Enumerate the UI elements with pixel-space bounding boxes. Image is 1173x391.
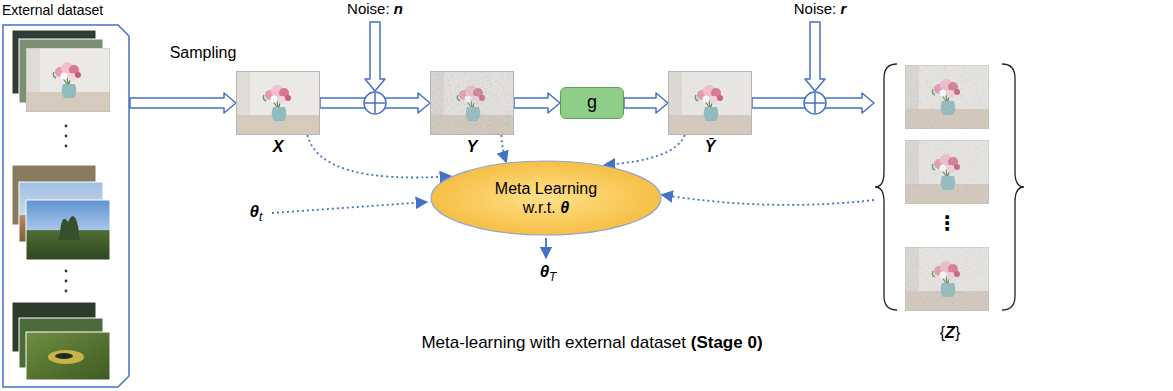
- adder-symbols: [364, 92, 826, 114]
- svg-circle: [804, 92, 826, 114]
- caption-emphasis: (Stage 0): [691, 333, 763, 352]
- svg-path: [58, 216, 80, 240]
- parameter-label: θT: [540, 262, 557, 285]
- svg-use: [668, 71, 752, 135]
- block-arrow: [752, 93, 874, 113]
- svg-use: [905, 65, 989, 129]
- parameter-label: θt: [250, 202, 263, 225]
- math-symbol: Z: [945, 324, 955, 341]
- math-symbol: θ: [250, 202, 259, 221]
- dotted-connector: [662, 195, 874, 205]
- svg-rect: [668, 71, 752, 135]
- dotted-connector: [604, 135, 685, 165]
- math-symbol: X: [273, 138, 284, 155]
- svg-path: [1002, 64, 1024, 310]
- svg-line: [545, 238, 547, 258]
- math-symbol: θ: [560, 199, 569, 216]
- svg-rect: [26, 200, 110, 260]
- svg-line: [365, 102, 385, 104]
- svg-path: [875, 64, 897, 310]
- svg-circle: [65, 290, 68, 293]
- svg-circle: [65, 125, 68, 128]
- block-arrow: [514, 93, 560, 113]
- svg-ellipse: [48, 350, 84, 364]
- edge-label: Sampling: [168, 43, 239, 62]
- ellipse-outline: [430, 160, 662, 236]
- svg-polygon: [365, 22, 385, 91]
- image-set: {Z}: [874, 62, 1026, 312]
- noise-arrows: [365, 22, 825, 91]
- meta-learning-ellipse: Meta Learning w.r.t. θ: [430, 160, 662, 236]
- image-box: Ȳ: [668, 71, 752, 135]
- dotted-connector: [501, 135, 506, 162]
- dataset-panel: External dataset: [2, 24, 130, 388]
- svg-use: [905, 140, 989, 204]
- node-label: Meta Learning w.r.t. θ: [486, 179, 606, 217]
- ellipse-body: [431, 161, 661, 235]
- block-arrow: [624, 93, 668, 113]
- node-label: {Z}: [940, 323, 960, 342]
- svg-ellipse: [55, 353, 73, 359]
- dotted-connector: [307, 135, 451, 178]
- node-label: X: [273, 137, 284, 156]
- svg-use: [236, 71, 320, 135]
- math-symbol: θ: [540, 262, 549, 281]
- block-arrow: [130, 93, 236, 113]
- svg-circle: [65, 280, 68, 283]
- svg-use: [26, 48, 110, 112]
- node-label: Y: [467, 137, 478, 156]
- image-z-stack: [905, 65, 989, 311]
- process-box: g: [560, 87, 624, 119]
- svg-rect: [905, 65, 989, 129]
- svg-use: [905, 247, 989, 311]
- svg-circle: [65, 270, 68, 273]
- panel-outline: [2, 24, 130, 388]
- subscript: t: [259, 210, 262, 224]
- image-x: [236, 71, 320, 135]
- noise-label: Noise: n: [347, 0, 403, 18]
- figure-caption: Meta-learning with external dataset (Sta…: [421, 333, 762, 353]
- svg-rect: [905, 247, 989, 311]
- svg-circle: [364, 92, 386, 114]
- subscript: T: [549, 270, 556, 284]
- math-symbol: n: [394, 0, 403, 17]
- svg-rect: [430, 71, 514, 135]
- ellipsis-mark: ⋮: [937, 211, 957, 235]
- node-label: Ȳ: [705, 137, 716, 156]
- noise-label: Noise: r: [794, 0, 847, 18]
- math-symbol: Ȳ: [705, 138, 716, 155]
- svg-circle: [65, 145, 68, 148]
- block-arrow: [320, 93, 430, 113]
- image-box: X: [236, 71, 320, 135]
- image-y-bar: [668, 71, 752, 135]
- image-y-noisy: [430, 71, 514, 135]
- svg-rect: [26, 332, 110, 380]
- set-braces: [875, 64, 1024, 310]
- svg-polygon: [805, 22, 825, 91]
- math-symbol: r: [840, 0, 846, 17]
- image-box: Y: [430, 71, 514, 135]
- node-label: g: [587, 92, 597, 114]
- node-label: External dataset: [2, 2, 103, 19]
- svg-use: [430, 71, 514, 135]
- svg-line: [805, 102, 825, 104]
- svg-circle: [65, 135, 68, 138]
- math-symbol: Y: [467, 138, 478, 155]
- svg-rect: [905, 140, 989, 204]
- panel-border: [3, 25, 129, 387]
- svg-line: [272, 202, 427, 213]
- dataset-images: [12, 30, 110, 380]
